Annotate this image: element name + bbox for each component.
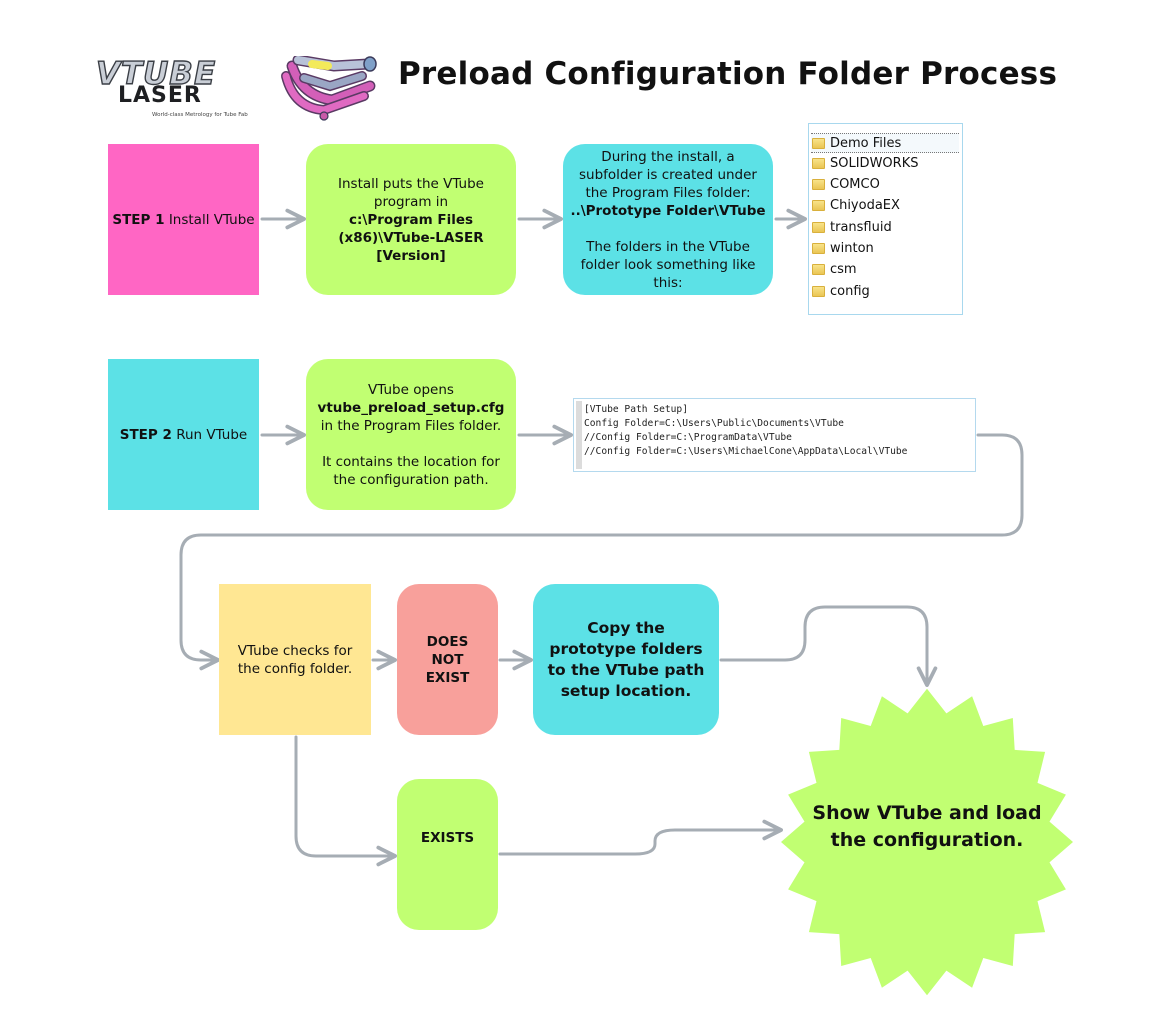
opens-line1: VTube opens [368,381,454,398]
step1-box: STEP 1 Install VTube [108,144,259,295]
not-exist-text: DOES NOT EXIST [425,633,470,686]
config-file-preview: [VTube Path Setup] Config Folder=C:\User… [573,398,976,472]
folder-icon [812,242,825,254]
preload-cfg-filename: vtube_preload_setup.cfg [317,399,505,416]
step1-label-text: Install VTube [164,211,255,228]
folder-item[interactable]: COMCO [811,175,880,193]
folder-icon [812,157,825,169]
prototype-folder-path: ..\Prototype Folder\VTube [570,202,766,219]
folder-name: SOLIDWORKS [830,155,919,171]
logo-tagline: World-class Metrology for Tube Fab [152,112,248,118]
exists-text: EXISTS [420,829,475,846]
subfolder-box: During the install, a subfolder is creat… [563,144,773,295]
copy-prototype-box: Copy the prototype folders to the VTube … [533,584,719,735]
config-line: //Config Folder=C:\ProgramData\VTube [584,432,792,443]
folder-icon [812,221,825,233]
folder-item[interactable]: SOLIDWORKS [811,154,918,172]
logo-word-vtube: VTUBE [95,55,217,92]
config-line: Config Folder=C:\Users\Public\Documents\… [584,418,844,429]
folder-name: Demo Files [830,135,902,151]
step2-box: STEP 2 Run VTube [108,359,259,510]
folder-icon [812,199,825,211]
config-line: [VTube Path Setup] [584,404,688,415]
folder-icon [812,137,825,149]
arrow-checks-to-exists [294,735,397,867]
starburst-shape [781,688,1073,996]
subfolder-para2: The folders in the VTube folder look som… [580,238,756,291]
install-path: c:\Program Files (x86)\VTube-LASER [Vers… [338,211,484,264]
step2-label-text: Run VTube [171,426,248,443]
editor-gutter [576,401,582,469]
page-title: Preload Configuration Folder Process [398,56,1058,92]
bent-tubes-illustration [281,56,377,121]
folder-item[interactable]: transfluid [811,218,892,236]
arrow-config-to-checks [179,433,1024,671]
folder-item[interactable]: ChiyodaEX [811,196,900,214]
opens-line3: in the Program Files folder. [320,417,502,434]
folder-name: ChiyodaEX [830,197,900,213]
subfolder-para1: During the install, a subfolder is creat… [579,148,757,201]
copy-text: Copy the prototype folders to the VTube … [547,618,705,700]
vtube-opens-box: VTube opens vtube_preload_setup.cfg in t… [306,359,516,510]
arrow-copy-to-final [719,605,938,687]
arrow-exists-to-final [498,819,783,856]
show-vtube-text: Show VTube and load the configuration. [812,802,1042,851]
folder-name: transfluid [830,219,892,235]
opens-para2: It contains the location for the configu… [322,453,500,488]
install-box: Install puts the VTube program in c:\Pro… [306,144,516,295]
folder-item[interactable]: config [811,282,870,300]
folder-name: config [830,283,870,299]
folder-icon [812,285,825,297]
checks-config-box: VTube checks for the config folder. [219,584,371,735]
step2-label-bold: STEP 2 [119,426,172,443]
logo-word-laser: LASER [118,83,202,108]
folder-listing: Demo Files SOLIDWORKS COMCO ChiyodaEX tr… [808,123,963,315]
vtube-laser-logo: VTUBE LASER World-class Metrology for Tu… [90,55,250,126]
folder-item[interactable]: csm [811,260,857,278]
folder-icon [812,178,825,190]
does-not-exist-box: DOES NOT EXIST [397,584,498,735]
folder-item[interactable]: winton [811,239,874,257]
config-line: //Config Folder=C:\Users\MichaelCone\App… [584,446,908,457]
step1-label-bold: STEP 1 [112,211,165,228]
folder-name: csm [830,261,857,277]
folder-item[interactable]: Demo Files [811,133,959,153]
exists-box: EXISTS [397,779,498,930]
folder-name: COMCO [830,176,880,192]
final-starburst [781,688,1073,996]
install-line1: Install puts the VTube program in [338,175,484,210]
folder-icon [812,263,825,275]
folder-name: winton [830,240,874,256]
checks-text: VTube checks for the config folder. [237,642,353,677]
